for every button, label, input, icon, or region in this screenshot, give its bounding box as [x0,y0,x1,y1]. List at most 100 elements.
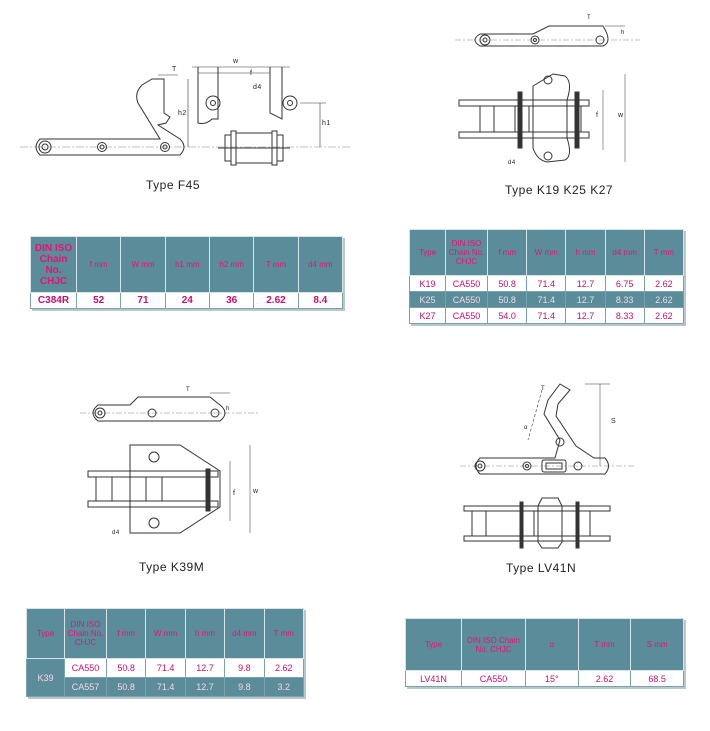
k39m-header-t: T mm [263,608,305,659]
table-cell: 2.62 [643,307,685,324]
k19-dim-h: h [621,30,625,36]
k39m-header-w: W mm [145,608,186,659]
lv41n-spec-table: Type DIN ISO Chain No. CHJC α T mm S mm … [405,618,684,687]
table-cell: 3.2 [263,677,305,697]
table-cell: 50.8 [486,275,528,292]
table-cell: 6.75 [604,275,645,292]
table-cell: 12.7 [565,307,606,324]
k39m-dim-w: w [253,488,259,495]
k19-dim-t: T [587,15,592,21]
table-cell: K19 [409,275,446,292]
k19-header-f: f mm [486,229,528,276]
table-cell: 54.0 [486,307,528,324]
k39m-dim-f: f [233,490,236,497]
table-cell: CA550 [445,291,488,308]
f45-drawing [20,55,350,180]
f45-dim-h2: h2 [178,110,187,117]
k19-header-t: T mm [643,229,685,276]
table-cell: 71.4 [526,291,567,308]
k39m-header-chain: DIN ISO Chain No. CHJC [64,608,107,659]
table-row: K25 CA550 50.8 71.4 12.7 8.33 2.62 [409,291,685,308]
table-cell: 2.62 [263,658,305,678]
lv41n-dim-alpha: α [524,425,528,431]
table-cell: LV41N [405,670,462,687]
table-cell: CA550 [445,275,488,292]
table-cell: 71.4 [145,677,186,697]
k39m-header-type: Type [26,608,65,659]
table-cell: 12.7 [565,291,606,308]
k19-header-h: h mm [565,229,606,276]
table-cell: CA550 [461,670,526,687]
k39m-header-d4: d4 mm [224,608,265,659]
table-cell: K25 [409,291,446,308]
table-row: C384R 52 71 24 36 2.62 8.4 [30,292,344,309]
f45-dim-w: w [233,58,239,65]
table-cell: 24 [164,292,210,309]
table-cell: 15° [525,670,579,687]
table-cell: 50.8 [105,658,147,678]
k19-spec-table: Type DIN ISO Chain No. CHJC f mm W mm h … [409,229,685,324]
k19-header-w: W mm [526,229,567,276]
table-cell: 71.4 [145,658,186,678]
f45-header-w: W mm [120,236,166,293]
table-cell: 8.4 [297,292,344,309]
lv41n-header-s: S mm [630,618,684,671]
f45-header-chain: DIN ISO Chain No. CHJC [30,236,77,293]
f45-dim-d4: d4 [253,84,262,91]
f45-dim-t: T [172,66,177,73]
k19-header-type: Type [409,229,446,276]
lv41n-dim-s: S [611,418,617,425]
table-cell: 68.5 [630,670,684,687]
table-cell: 8.33 [604,291,645,308]
k19-drawing [455,12,640,182]
k39m-caption: Type K39M [139,560,205,574]
table-cell: 36 [208,292,255,309]
table-row: K39 CA550 50.8 71.4 12.7 9.8 2.62 [26,658,305,697]
table-cell: 2.62 [577,670,632,687]
f45-dim-h1: h1 [322,120,331,127]
k19-dim-f: f [596,112,599,119]
f45-spec-table: DIN ISO Chain No. CHJC f mm W mm h1 mm h… [30,236,344,309]
lv41n-drawing [460,380,635,555]
lv41n-header-type: Type [405,618,462,671]
table-cell: 12.7 [565,275,606,292]
k39m-dim-t: T [186,387,191,393]
table-cell: 50.8 [486,291,528,308]
f45-dim-f: f [250,70,253,77]
table-cell: 2.62 [643,275,685,292]
table-cell: 71 [120,292,166,309]
table-cell: 71.4 [526,307,567,324]
table-cell: 71.4 [526,275,567,292]
table-cell: CA550 [445,307,488,324]
k19-caption: Type K19 K25 K27 [505,183,614,197]
lv41n-caption: Type LV41N [506,561,577,575]
f45-header-h1: h1 mm [164,236,210,293]
table-row: CA557 50.8 71.4 12.7 9.8 3.2 [27,677,305,697]
k39m-header-f: f mm [105,608,147,659]
k19-header-chain: DIN ISO Chain No. CHJC [445,229,488,276]
k19-dim-d4: d4 [508,160,516,166]
lv41n-header-alpha: α [525,618,579,671]
f45-header-t: T mm [253,236,299,293]
lv41n-dim-t: T [541,386,546,392]
f45-header-d4: d4 mm [297,236,344,293]
table-cell: 2.62 [253,292,299,309]
table-row: K27 CA550 54.0 71.4 12.7 8.33 2.62 [409,307,685,324]
table-cell: 12.7 [184,677,226,697]
k19-dim-w: w [618,112,624,119]
table-row: LV41N CA550 15° 2.62 68.5 [405,670,684,687]
table-cell: 9.8 [224,658,265,678]
table-cell: K39 [26,658,65,697]
table-cell: 12.7 [184,658,226,678]
table-cell: K27 [409,307,446,324]
table-cell: 52 [75,292,122,309]
table-row: K19 CA550 50.8 71.4 12.7 6.75 2.62 [409,275,685,292]
f45-header-h2: h2 mm [208,236,255,293]
f45-caption: Type F45 [146,178,201,192]
lv41n-header-t: T mm [577,618,632,671]
lv41n-header-chain: DIN ISO Chain No. CHJC [461,618,526,671]
table-cell: C384R [30,292,77,309]
k39m-drawing [80,383,270,553]
table-cell: CA557 [64,677,107,697]
k39m-dim-h: h [226,406,230,412]
